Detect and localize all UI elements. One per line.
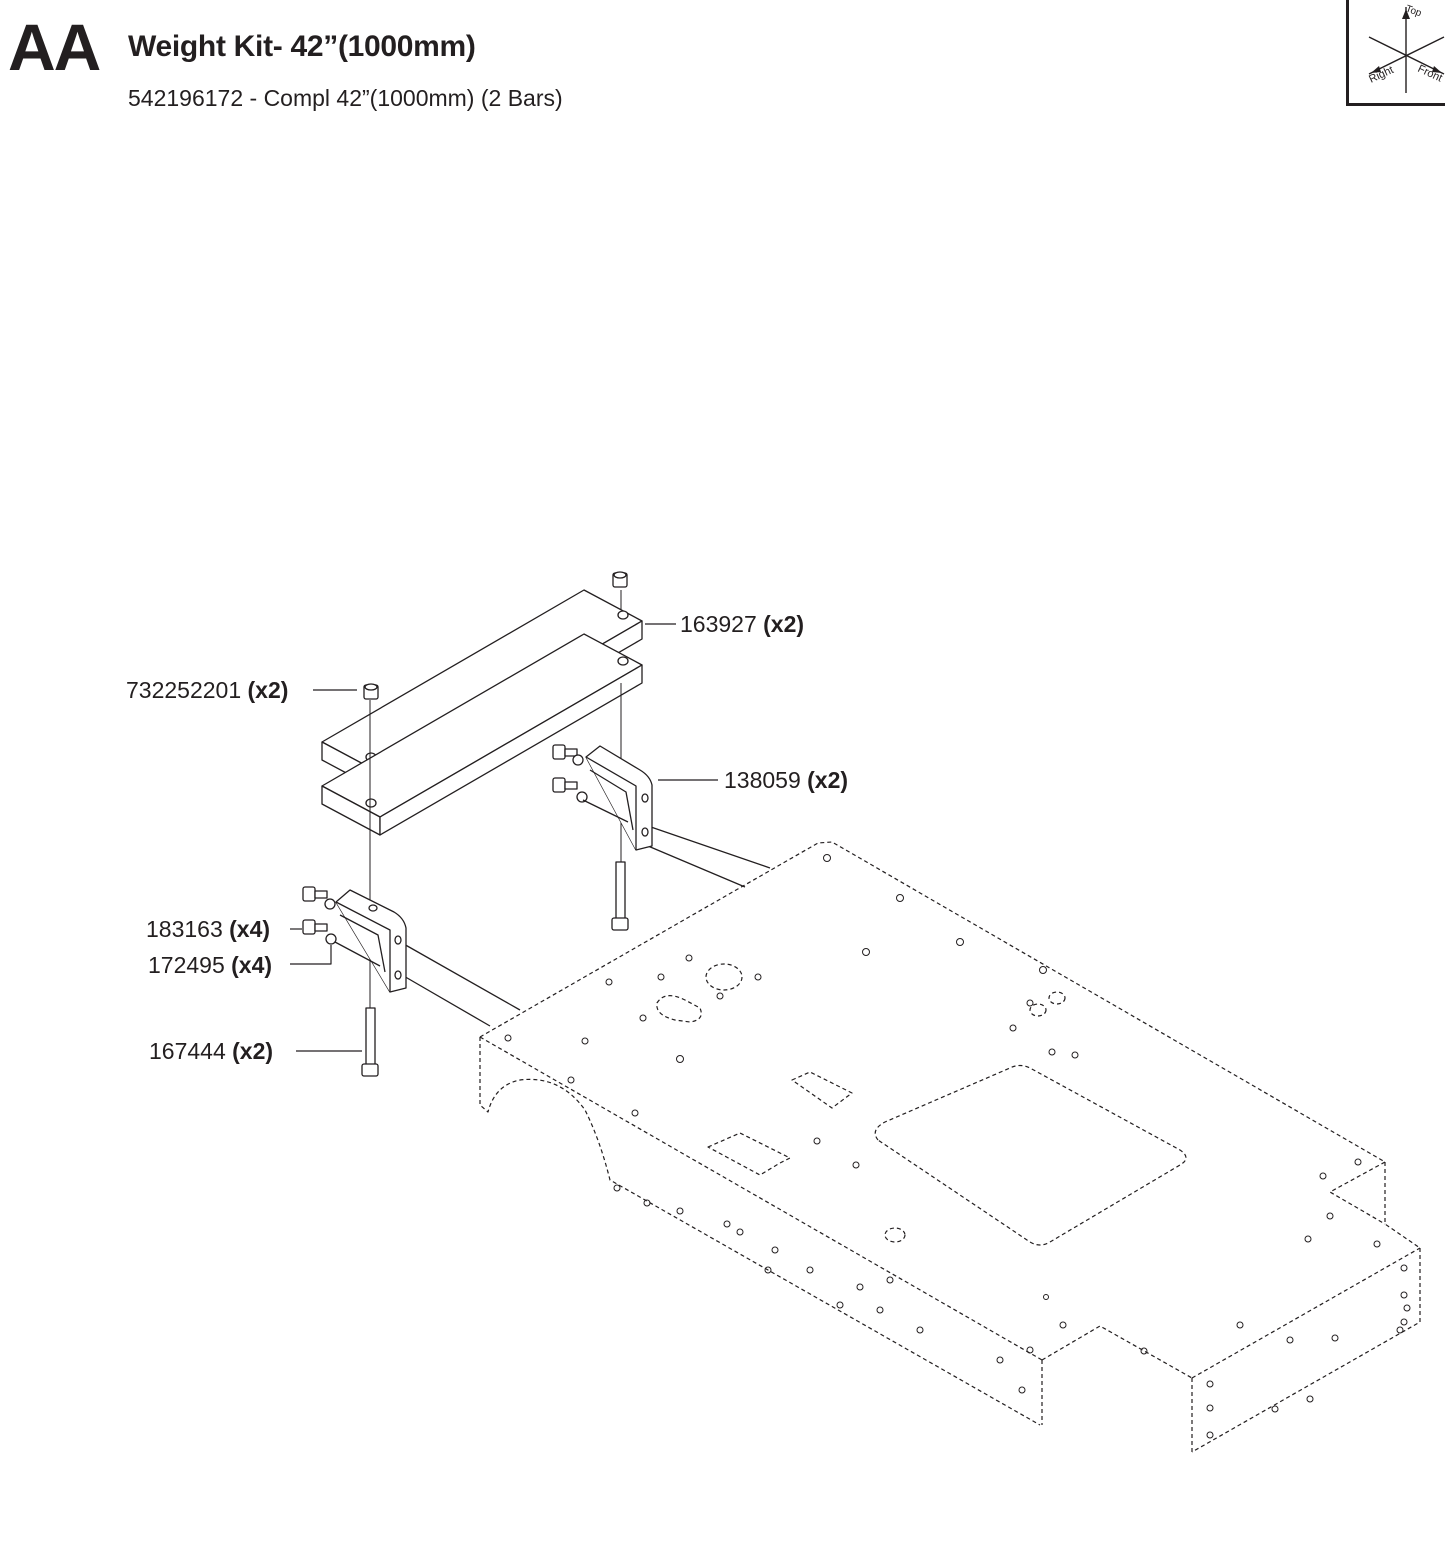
callout-qty: (x2) bbox=[807, 767, 849, 793]
callout-167444: 167444 (x2) bbox=[149, 1040, 273, 1063]
callout-part-number: 732252201 bbox=[126, 677, 242, 703]
callout-part-number: 163927 bbox=[680, 611, 757, 637]
section-code: AA bbox=[8, 10, 101, 84]
callout-qty: (x4) bbox=[231, 952, 273, 978]
nut-upper bbox=[612, 571, 628, 588]
callout-part-number: 138059 bbox=[724, 767, 801, 793]
page-title: Weight Kit- 42”(1000mm) bbox=[128, 30, 476, 63]
mounting-rails bbox=[401, 825, 771, 1027]
chassis-holes bbox=[504, 854, 1411, 1439]
long-bolt-left bbox=[361, 1007, 379, 1077]
callout-163927: 163927 (x2) bbox=[680, 613, 804, 636]
callout-138059: 138059 (x2) bbox=[724, 769, 848, 792]
bracket-right bbox=[585, 745, 653, 851]
orientation-axes-icon: Top Right Front bbox=[1346, 0, 1445, 106]
callout-part-number: 172495 bbox=[148, 952, 225, 978]
callout-part-number: 167444 bbox=[149, 1038, 226, 1064]
callout-qty: (x2) bbox=[247, 677, 289, 703]
callout-qty: (x4) bbox=[229, 916, 271, 942]
weight-bar-lower bbox=[321, 633, 643, 836]
callout-183163: 183163 (x4) bbox=[146, 918, 270, 941]
bolts-right bbox=[552, 744, 629, 823]
long-bolt-right bbox=[611, 861, 629, 931]
callout-qty: (x2) bbox=[232, 1038, 274, 1064]
bracket-left bbox=[335, 889, 407, 993]
chassis-frame bbox=[479, 841, 1421, 1453]
leader-lines bbox=[290, 623, 718, 1052]
kit-part-number: 542196172 - Compl 42”(1000mm) (2 Bars) bbox=[128, 85, 563, 111]
nut-lower bbox=[363, 683, 379, 700]
axis-label-top: Top bbox=[1404, 3, 1423, 19]
callout-172495: 172495 (x4) bbox=[148, 954, 272, 977]
callout-qty: (x2) bbox=[763, 611, 805, 637]
callout-732252201: 732252201 (x2) bbox=[126, 679, 288, 702]
bolts-left bbox=[302, 886, 381, 967]
callout-part-number: 183163 bbox=[146, 916, 223, 942]
